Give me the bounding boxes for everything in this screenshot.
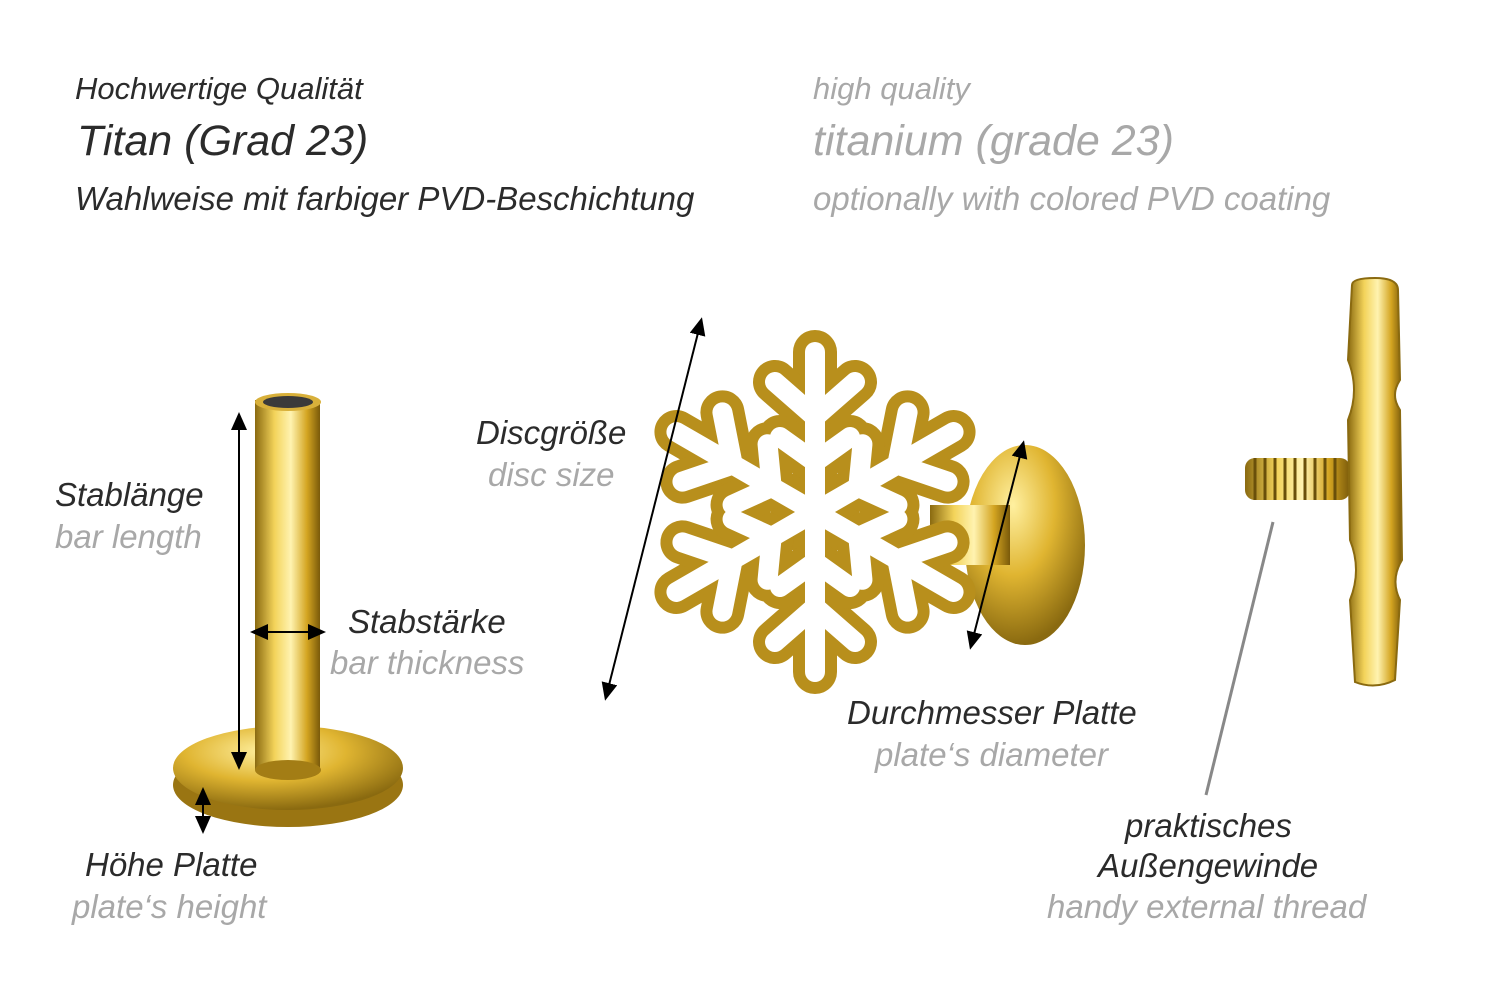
header-en-line3: optionally with colored PVD coating <box>813 180 1331 217</box>
labret-pin <box>173 393 403 827</box>
external-thread-de-2: Außengewinde <box>1098 847 1319 884</box>
external-thread-de-1: praktisches <box>1125 807 1292 844</box>
header-en-line1: high quality <box>813 71 970 106</box>
header-de-line3: Wahlweise mit farbiger PVD-Beschichtung <box>75 180 695 217</box>
plate-diameter-en: plate‘s diameter <box>875 736 1108 773</box>
bar-length-de: Stablänge <box>55 476 204 513</box>
bar-thickness-en: bar thickness <box>330 644 525 681</box>
side-view-top <box>1245 276 1404 687</box>
bar-length-en: bar length <box>55 518 202 555</box>
plate-diameter-de: Durchmesser Platte <box>847 694 1137 731</box>
thread-pointer-line <box>1204 521 1275 796</box>
disc-size-en: disc size <box>488 456 615 493</box>
plate-height-de: Höhe Platte <box>85 846 258 883</box>
header-de-line1: Hochwertige Qualität <box>75 71 363 106</box>
header-de-line2: Titan (Grad 23) <box>77 117 369 165</box>
external-thread-en: handy external thread <box>1047 888 1367 925</box>
disc-size-de: Discgröße <box>476 414 627 451</box>
header-en-line2: titanium (grade 23) <box>813 117 1174 165</box>
plate-diameter-arrow <box>966 440 1028 650</box>
snowflake-top <box>656 330 1085 672</box>
plate-height-en: plate‘s height <box>72 888 267 925</box>
disc-size-arrow <box>601 317 706 701</box>
bar-thickness-de: Stabstärke <box>348 603 506 640</box>
